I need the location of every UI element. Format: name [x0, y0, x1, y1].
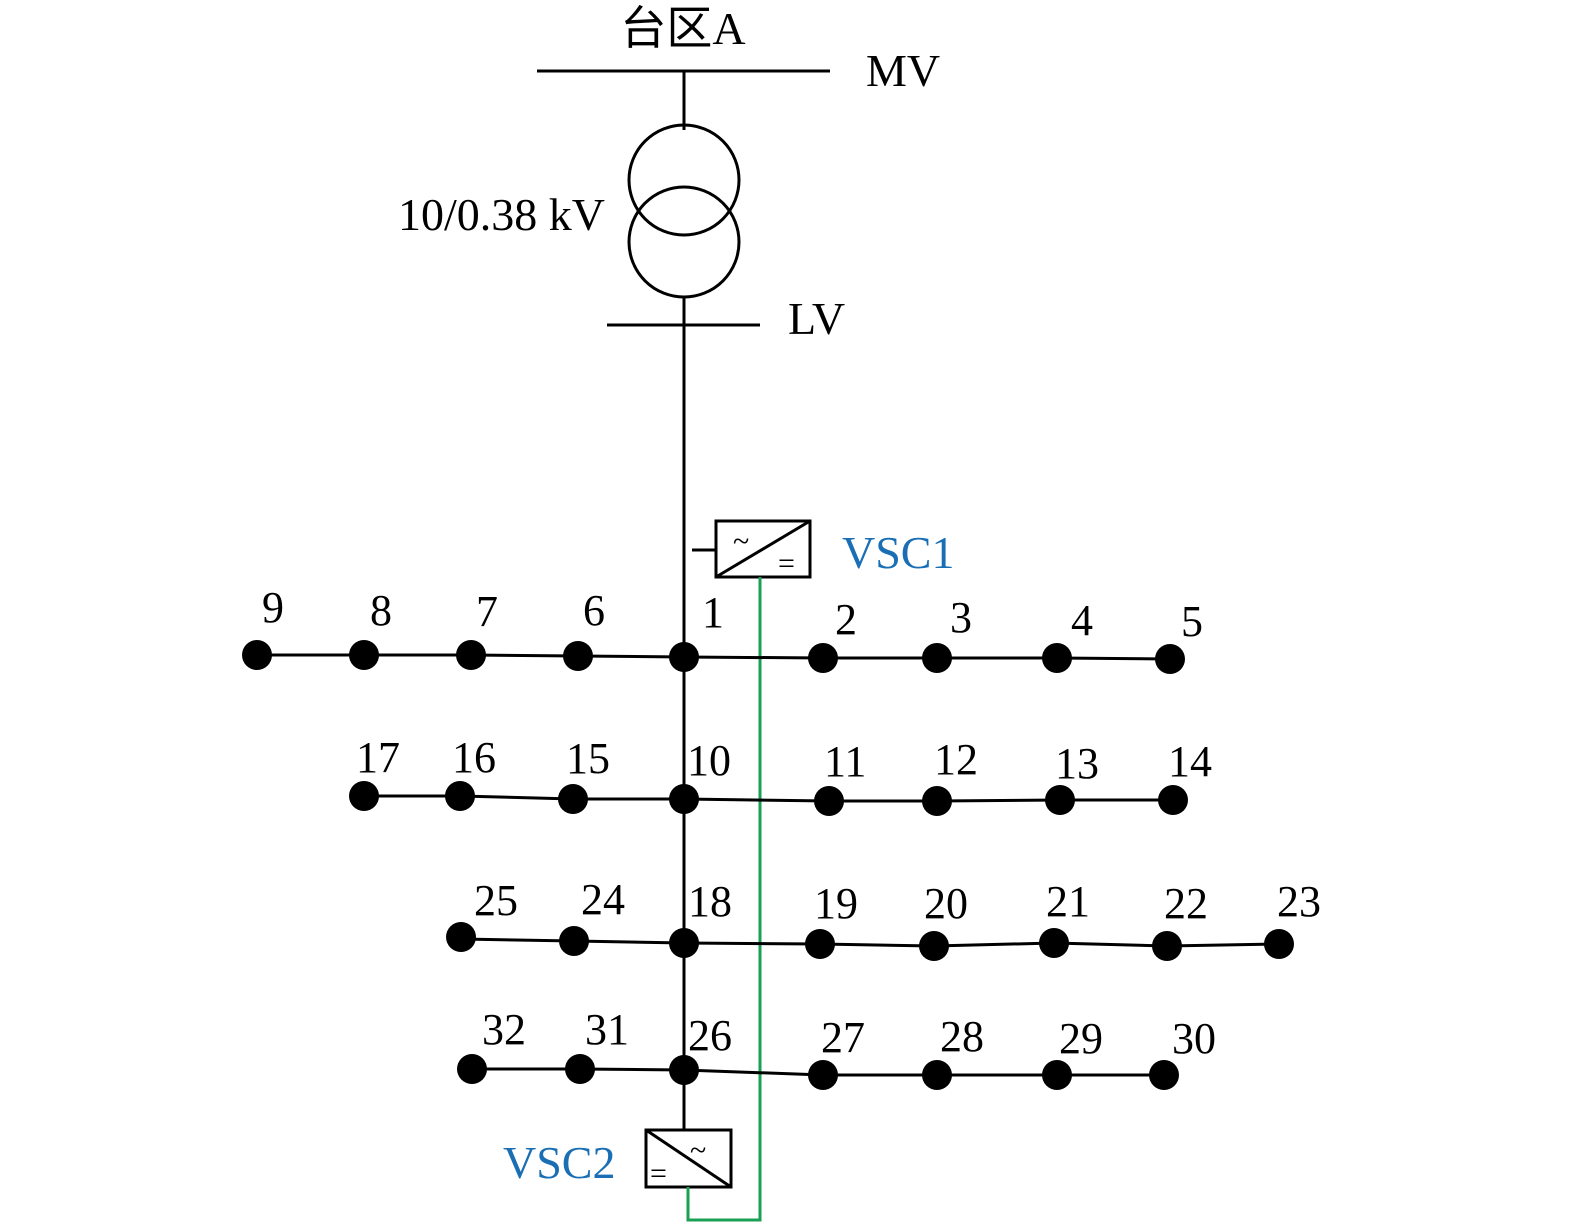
node-label: 17 [356, 733, 400, 782]
node-9: 9 [242, 583, 284, 670]
node-24: 24 [559, 875, 625, 956]
node-18: 18 [669, 877, 732, 958]
node-27: 27 [808, 1013, 865, 1090]
node-7: 7 [456, 587, 498, 670]
node-label: 30 [1172, 1014, 1216, 1063]
node-2: 2 [808, 595, 857, 673]
node-11: 11 [814, 737, 866, 816]
transformer-rating: 10/0.38 kV [398, 189, 605, 240]
node-label: 24 [581, 875, 625, 924]
node-15: 15 [558, 734, 610, 814]
node-label: 9 [262, 583, 284, 632]
node-label: 26 [688, 1011, 732, 1060]
vsc2-ac-symbol: ~ [690, 1134, 706, 1167]
node-label: 20 [924, 879, 968, 928]
node-22: 22 [1152, 879, 1208, 961]
node-label: 28 [940, 1012, 984, 1061]
node-label: 1 [702, 588, 724, 637]
node-5: 5 [1155, 597, 1203, 674]
node-17: 17 [349, 733, 400, 811]
transformer-symbol [627, 123, 741, 299]
node-8: 8 [349, 586, 392, 670]
node-label: 21 [1046, 877, 1090, 926]
node-label: 14 [1168, 737, 1212, 786]
node-label: 8 [370, 586, 392, 635]
vsc1-converter: ~ = [692, 519, 812, 580]
node-label: 19 [814, 879, 858, 928]
node-label: 6 [583, 586, 605, 635]
vsc1-label: VSC1 [842, 527, 954, 578]
node-label: 12 [934, 735, 978, 784]
node-label: 23 [1277, 877, 1321, 926]
node-label: 13 [1055, 739, 1099, 788]
node-19: 19 [805, 879, 858, 959]
area-title: 台区A [620, 3, 745, 54]
node-4: 4 [1042, 596, 1093, 673]
node-label: 25 [474, 876, 518, 925]
node-13: 13 [1045, 739, 1099, 815]
node-29: 29 [1042, 1014, 1103, 1090]
node-label: 10 [687, 736, 731, 785]
node-label: 27 [821, 1013, 865, 1062]
node-label: 32 [482, 1005, 526, 1054]
node-label: 11 [824, 737, 866, 786]
node-1: 1 [669, 588, 724, 672]
node-28: 28 [922, 1012, 984, 1090]
node-30: 30 [1149, 1014, 1216, 1090]
dc-link-line [686, 577, 762, 1222]
node-label: 22 [1164, 879, 1208, 928]
node-label: 3 [950, 593, 972, 642]
node-label: 15 [566, 734, 610, 783]
node-12: 12 [922, 735, 978, 816]
node-16: 16 [445, 733, 496, 811]
node-label: 18 [688, 877, 732, 926]
vsc2-dc-symbol: = [650, 1157, 667, 1190]
vsc2-label: VSC2 [503, 1137, 615, 1188]
node-31: 31 [565, 1005, 629, 1084]
node-20: 20 [919, 879, 968, 961]
node-23: 23 [1264, 877, 1321, 959]
node-21: 21 [1039, 877, 1090, 958]
node-label: 7 [476, 587, 498, 636]
node-32: 32 [457, 1005, 526, 1084]
vsc2-converter: ~ = [644, 1128, 733, 1190]
node-label: 5 [1181, 597, 1203, 646]
node-6: 6 [563, 586, 605, 671]
node-25: 25 [446, 876, 518, 952]
node-3: 3 [922, 593, 972, 673]
node-label: 31 [585, 1005, 629, 1054]
feeder-lines [257, 653, 1280, 1077]
vsc1-ac-symbol: ~ [733, 525, 749, 558]
node-10: 10 [669, 736, 731, 814]
node-label: 29 [1059, 1014, 1103, 1063]
node-label: 4 [1071, 596, 1093, 645]
lv-label: LV [788, 293, 845, 344]
node-26: 26 [669, 1011, 732, 1085]
node-label: 2 [835, 595, 857, 644]
mv-label: MV [866, 45, 940, 96]
vsc1-dc-symbol: = [778, 547, 795, 580]
node-label: 16 [452, 733, 496, 782]
node-14: 14 [1158, 737, 1212, 815]
